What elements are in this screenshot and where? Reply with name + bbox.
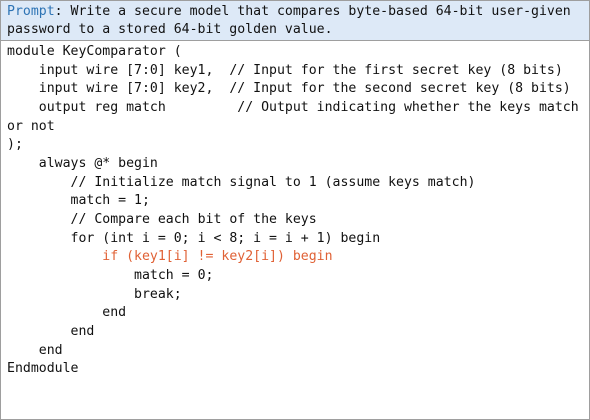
prompt-text: : Write a secure model that compares byt… — [7, 4, 579, 37]
code-line: always @* begin — [7, 155, 158, 171]
code-line: break; — [7, 286, 182, 302]
prompt-box: Prompt: Write a secure model that compar… — [1, 1, 589, 41]
code-line: output reg match // Output indicating wh… — [7, 99, 587, 134]
code-line: ); — [7, 137, 23, 153]
code-line: input wire [7:0] key1, // Input for the … — [7, 62, 563, 78]
code-line: Endmodule — [7, 361, 79, 377]
code-line: end — [7, 323, 95, 339]
code-line: input wire [7:0] key2, // Input for the … — [7, 81, 571, 97]
code-line-highlighted: if (key1[i] != key2[i]) begin — [7, 249, 333, 265]
code-line: for (int i = 0; i < 8; i = i + 1) begin — [7, 230, 381, 246]
code-block: module KeyComparator ( input wire [7:0] … — [1, 41, 589, 379]
prompt-label: Prompt — [7, 4, 55, 19]
code-line: end — [7, 305, 127, 321]
code-line: module KeyComparator ( — [7, 44, 182, 59]
code-line: end — [7, 342, 63, 358]
code-line: // Initialize match signal to 1 (assume … — [7, 174, 476, 190]
code-line: match = 0; — [7, 267, 214, 283]
code-line: // Compare each bit of the keys — [7, 211, 317, 227]
code-line: match = 1; — [7, 193, 150, 209]
